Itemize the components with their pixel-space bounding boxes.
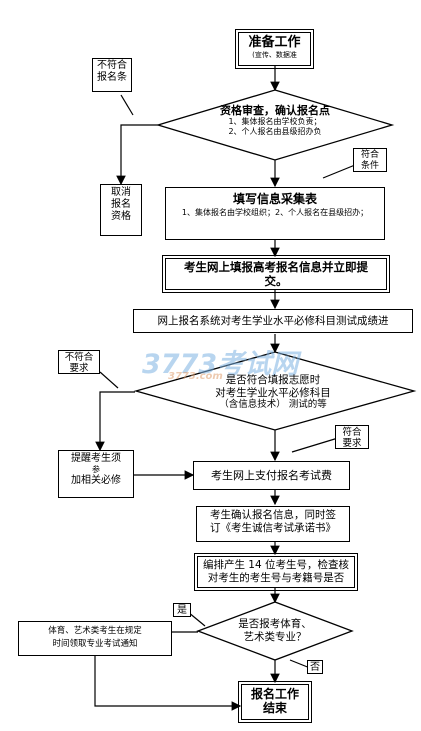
meet-cond-label-2: 条件 bbox=[360, 160, 379, 171]
sport-line2: 艺术类专业？ bbox=[243, 630, 307, 643]
end-box: 报名工作 结束 bbox=[238, 681, 312, 723]
arrow-review-cancel bbox=[116, 124, 158, 186]
cancel-box: 取消 报名 资格 bbox=[100, 184, 142, 236]
notify-line2: 时间领取专业考试通知 bbox=[52, 639, 138, 650]
submit-line2: 交。 bbox=[264, 273, 288, 288]
arrow-notify-end bbox=[94, 656, 242, 711]
review-line1: 1、集体报名由学校负责； bbox=[228, 117, 322, 127]
cancel-line3: 资格 bbox=[111, 211, 131, 222]
sport-line1: 是否报考体育、 bbox=[238, 618, 312, 630]
sport-text: 是否报考体育、 艺术类专业？ bbox=[215, 618, 335, 643]
remind-line1: 提醒考生须 bbox=[71, 453, 121, 464]
remind-line3: 加相关必修 bbox=[71, 475, 121, 486]
confirm-line2: 订《考生诚信考试承诺书》 bbox=[210, 521, 336, 534]
leader-not-meet-req bbox=[99, 371, 119, 389]
collect-sub: 1、集体报名由学校组织；2、个人报名在县级招办； bbox=[181, 208, 369, 218]
remind-box: 提醒考生须 参 加相关必修 bbox=[58, 450, 134, 498]
remind-line2: 参 bbox=[92, 465, 100, 474]
collect-title: 填写信息采集表 bbox=[232, 192, 317, 206]
watermark-logo: 3773考试网 bbox=[142, 349, 299, 380]
not-meet-label-2: 报名条 bbox=[97, 72, 127, 83]
prepare-title: 准备工作 bbox=[248, 35, 301, 50]
pay-box: 考生网上支付报名考试费 bbox=[193, 461, 350, 490]
review-diamond bbox=[155, 89, 395, 161]
leader-meet-cond bbox=[322, 164, 356, 179]
number-line1: 编排产生 14 位考生号，检查核 bbox=[202, 559, 350, 571]
confirm-box: 考生确认报名信息，同时签 订《考生诚信考试承诺书》 bbox=[196, 506, 350, 542]
not-meet-note: 不符合 报名条 bbox=[92, 58, 132, 92]
number-line2: 对考生的考生号与考籍号是否 bbox=[207, 571, 345, 584]
end-line1: 报名工作 bbox=[250, 687, 299, 701]
submit-line1: 考生网上填报高考报名信息并立即提 bbox=[184, 260, 368, 274]
leader-no bbox=[289, 659, 311, 669]
notify-line1: 体育、艺术类考生在规定 bbox=[48, 626, 142, 636]
sport-diamond bbox=[196, 601, 354, 661]
review-title: 资格审查，确认报名点 bbox=[220, 104, 330, 117]
arrow-meet-remind bbox=[95, 391, 135, 452]
test-text: 网上报名系统对考生学业水平必修科目测试成绩进 bbox=[157, 315, 389, 327]
meet-req-note: 符合 要求 bbox=[335, 425, 369, 449]
no-label: 否 bbox=[307, 660, 323, 674]
collect-box: 填写信息采集表 1、集体报名由学校组织；2、个人报名在县级招办； bbox=[165, 187, 385, 240]
end-line2: 结束 bbox=[262, 701, 287, 716]
not-meet-req-label-1: 不符合 bbox=[64, 352, 94, 363]
confirm-line1: 考生确认报名信息，同时签 bbox=[210, 509, 336, 521]
leader-not-meet bbox=[120, 94, 134, 116]
meet-diamond bbox=[133, 351, 417, 431]
meet-req-label-1: 符合 bbox=[342, 427, 362, 438]
review-text: 资格审查，确认报名点 1、集体报名由学校负责； 2、个人报名由县级招办负 bbox=[190, 104, 360, 136]
watermark-url: 3773.com bbox=[168, 371, 223, 382]
meet-line1: 是否符合填报志愿时 bbox=[225, 374, 321, 386]
not-meet-label-1: 不符合 bbox=[97, 60, 127, 71]
test-box: 网上报名系统对考生学业水平必修科目测试成绩进 bbox=[133, 309, 413, 333]
meet-line2: 对考生学业水平必修科目 bbox=[215, 386, 331, 399]
prepare-box: 准备工作 (宣传、数据准 bbox=[235, 29, 314, 69]
submit-box: 考生网上填报高考报名信息并立即提 交。 bbox=[162, 255, 390, 293]
not-meet-req-label-2: 要求 bbox=[69, 363, 89, 375]
cancel-line1: 取消 bbox=[111, 187, 131, 198]
prepare-sub: (宣传、数据准 bbox=[252, 50, 297, 59]
pay-text: 考生网上支付报名考试费 bbox=[211, 469, 332, 482]
meet-cond-label-1: 符合 bbox=[360, 150, 379, 160]
meet-req-label-2: 要求 bbox=[342, 438, 362, 450]
meet-cond-note: 符合 条件 bbox=[353, 148, 387, 172]
not-meet-req-note: 不符合 要求 bbox=[58, 350, 100, 374]
yes-label: 是 bbox=[173, 603, 191, 617]
meet-line3: （含信息技术） 测试的等 bbox=[219, 399, 327, 411]
cancel-line2: 报名 bbox=[111, 199, 131, 210]
meet-text: 是否符合填报志愿时 对考生学业水平必修科目 （含信息技术） 测试的等 bbox=[178, 374, 368, 411]
notify-box: 体育、艺术类考生在规定 时间领取专业考试通知 bbox=[18, 621, 172, 656]
leader-meet-req bbox=[291, 437, 339, 453]
review-line2: 2、个人报名由县级招办负 bbox=[228, 126, 322, 136]
number-box: 编排产生 14 位考生号，检查核 对考生的考生号与考籍号是否 bbox=[194, 553, 358, 591]
